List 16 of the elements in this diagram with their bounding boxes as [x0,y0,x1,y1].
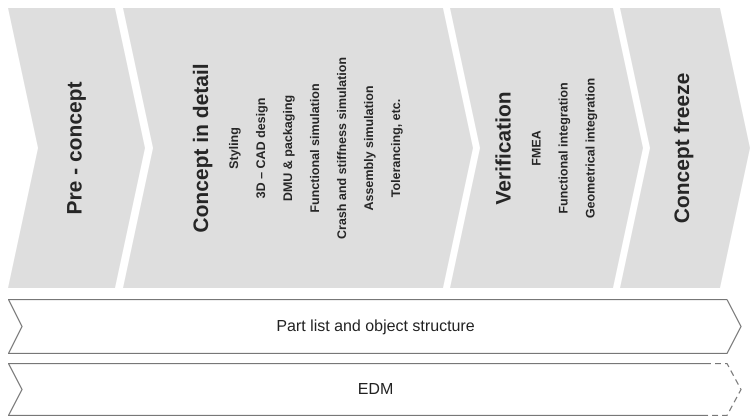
bar-label: Part list and object structure [276,318,475,334]
phase-task: DMU & packaging [280,94,296,202]
phase-task: Styling [226,127,242,169]
phase-title: Verification [491,91,516,205]
phase-task: Tolerancing, etc. [388,98,404,198]
phase-task: Assembly simulation [360,85,377,211]
phase-title: Pre - concept [62,81,87,215]
phase-task: Functional simulation [306,83,322,213]
phase-task: Crash and stiffness simulation [334,57,350,239]
phase-title: Concept in detail [188,63,214,233]
phase-title: Concept freeze [670,72,695,224]
phase-task: Functional integration [555,82,572,214]
phase-task: Geometrical integration [582,78,598,218]
phase-task: 3D – CAD design [252,98,269,198]
phase-task: FMEA [528,130,544,166]
bar-label: EDM [358,380,394,398]
